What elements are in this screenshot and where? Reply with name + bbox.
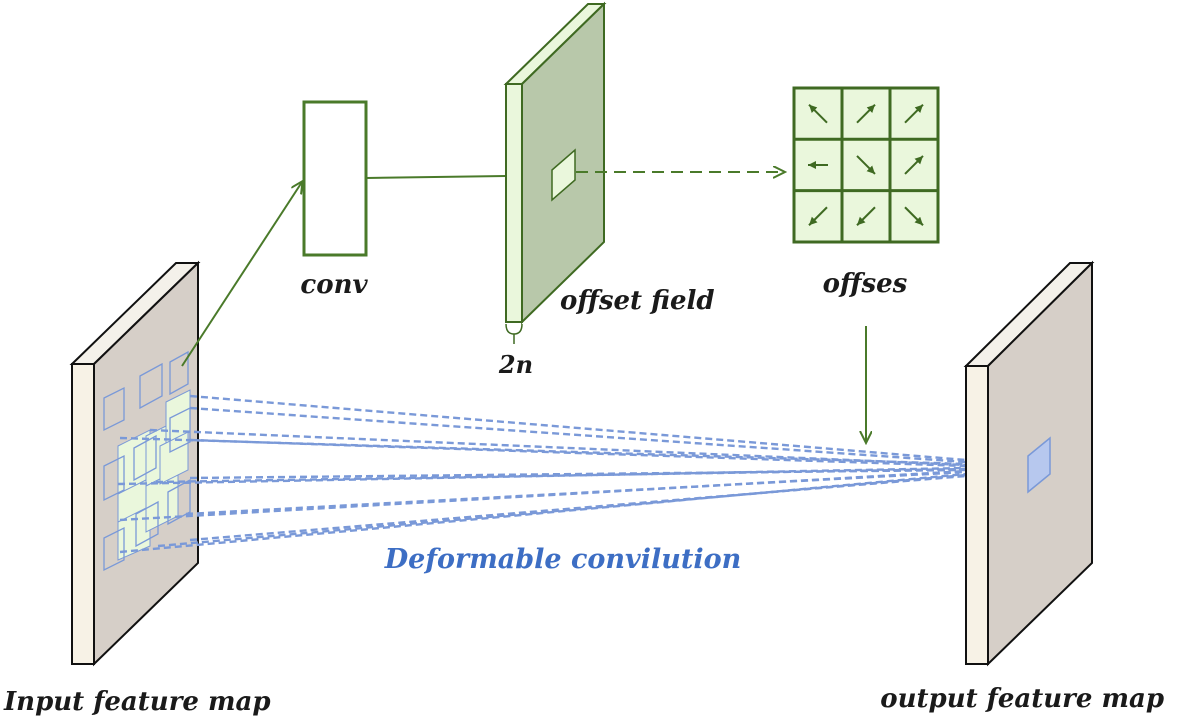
offset-field-label: offset field [560, 286, 715, 316]
conv-layer [302, 100, 368, 257]
channel-bracket [505, 323, 523, 344]
conv-to-offset-line [365, 175, 507, 179]
offsets-grid [792, 86, 940, 244]
offset-arrow-up-right [904, 103, 924, 124]
offset-arrow-down-left [808, 206, 828, 226]
projection-lines [117, 394, 967, 554]
input-to-conv-arrow [181, 182, 302, 367]
output-pixel [1027, 436, 1051, 494]
offset-arrow-up-left [808, 103, 828, 124]
channels-label: 2n [498, 350, 533, 379]
offset-arrow-down-right [904, 206, 924, 226]
input-feature-map-label: Input feature map [3, 687, 271, 717]
offset-arrow-up-right [856, 103, 876, 124]
offsets-label: offses [823, 269, 908, 299]
conv-label: conv [300, 270, 368, 300]
input-feature-map [69, 260, 201, 667]
output-feature-map-label: output feature map [880, 684, 1164, 714]
offset-field [503, 1, 607, 344]
output-feature-map [963, 260, 1095, 667]
offset-field-patch [551, 148, 576, 202]
offset-arrow-down-right [856, 155, 876, 175]
sampling-boxes [103, 350, 191, 572]
offset-arrow-up-right [904, 155, 924, 175]
deformable-convolution-label: Deformable convilution [384, 544, 742, 575]
offset-arrow-down-left [856, 206, 876, 226]
